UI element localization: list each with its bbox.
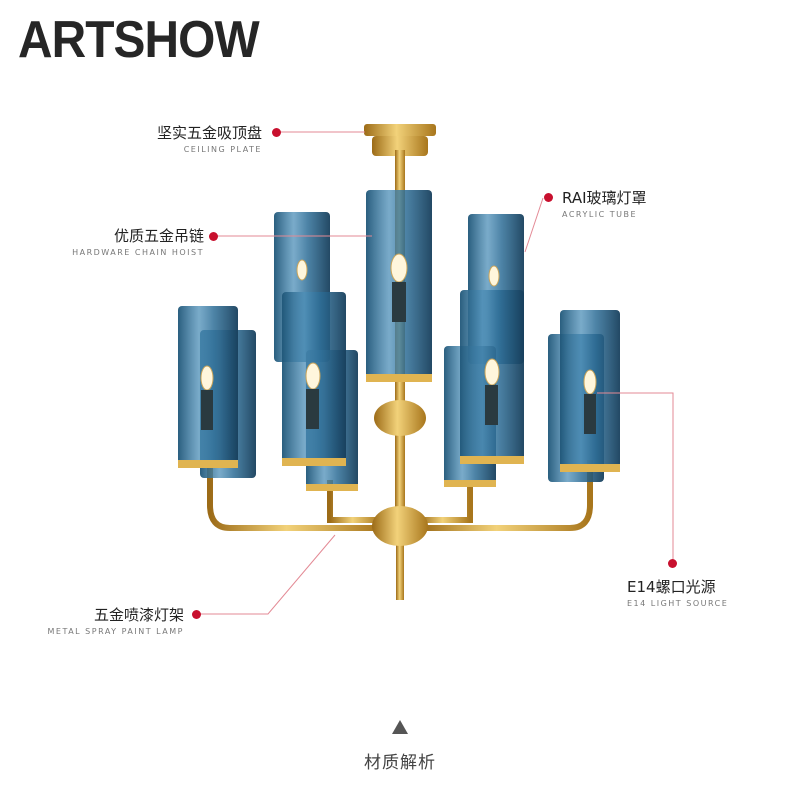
- label-lamp-frame: 五金喷漆灯架 METAL SPRAY PAINT LAMP: [47, 606, 184, 638]
- upper-hub: [374, 400, 426, 436]
- light-source-marker: [668, 559, 677, 568]
- label-glass-shade-en: ACRYLIC TUBE: [562, 210, 638, 219]
- label-glass-shade-cn: RAI玻璃灯罩: [562, 189, 647, 207]
- label-glass-shade: RAI玻璃灯罩 ACRYLIC TUBE: [562, 189, 647, 221]
- label-chain-hoist-en: HARDWARE CHAIN HOIST: [72, 248, 204, 257]
- label-lamp-frame-cn: 五金喷漆灯架: [93, 606, 184, 624]
- section-title: 材质解析: [364, 753, 436, 773]
- glass-shade-marker: [544, 193, 553, 202]
- label-ceiling-plate-cn: 坚实五金吸顶盘: [156, 124, 262, 142]
- label-light-source-cn: E14螺口光源: [627, 578, 716, 596]
- label-light-source-en: E14 LIGHT SOURCE: [627, 599, 729, 608]
- up-triangle-icon: [392, 720, 408, 734]
- lamp-frame-marker: [192, 610, 201, 619]
- label-ceiling-plate-en: CEILING PLATE: [183, 145, 262, 154]
- candle-bulbs: [200, 253, 597, 395]
- chain-hoist-marker: [209, 232, 218, 241]
- leader-lines: [197, 131, 674, 615]
- ceiling-plate: [364, 124, 436, 156]
- label-chain-hoist: 优质五金吊链 HARDWARE CHAIN HOIST: [72, 227, 204, 259]
- label-lamp-frame-en: METAL SPRAY PAINT LAMP: [47, 627, 184, 636]
- lower-hub: [372, 506, 428, 546]
- ceiling-plate-marker: [272, 128, 281, 137]
- label-ceiling-plate: 坚实五金吸顶盘 CEILING PLATE: [157, 124, 262, 156]
- brand-logo: ARTSHOW: [18, 11, 260, 69]
- label-light-source: E14螺口光源 E14 LIGHT SOURCE: [627, 578, 728, 610]
- label-chain-hoist-cn: 优质五金吊链: [113, 227, 204, 245]
